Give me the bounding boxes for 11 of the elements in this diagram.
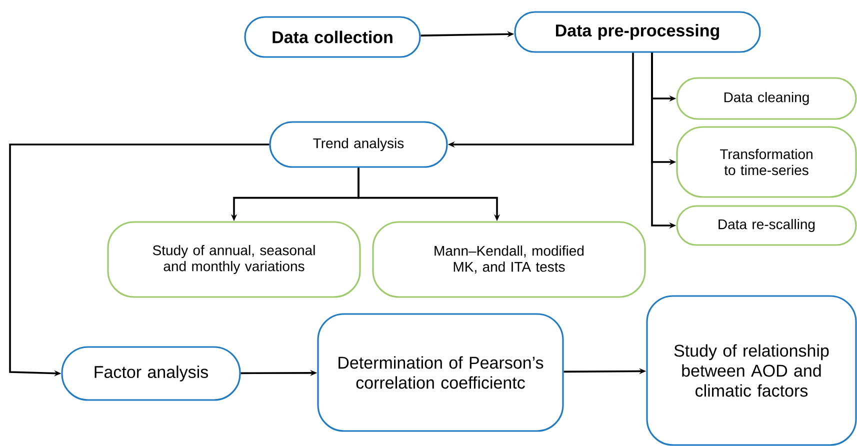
process-box: Factor analysis: [61, 346, 241, 401]
step-box: Mann–Kendall, modified MK, and ITA tests: [372, 221, 646, 298]
step-box: Transformation to time-series: [676, 126, 857, 198]
process-box: Data pre-processing: [514, 11, 761, 53]
step-box: Data cleaning: [676, 77, 857, 120]
process-box: Trend analysis: [269, 121, 448, 168]
step-box: Study of annual, seasonal and monthly variations: [107, 221, 361, 298]
step-box: Data re-scalling: [676, 205, 857, 246]
process-box: Study of relationship between AOD and climatic factors: [646, 295, 857, 446]
process-box: Data collection: [244, 16, 421, 58]
process-box: Determination of Pearson’s correlation coefficientc: [317, 313, 564, 432]
